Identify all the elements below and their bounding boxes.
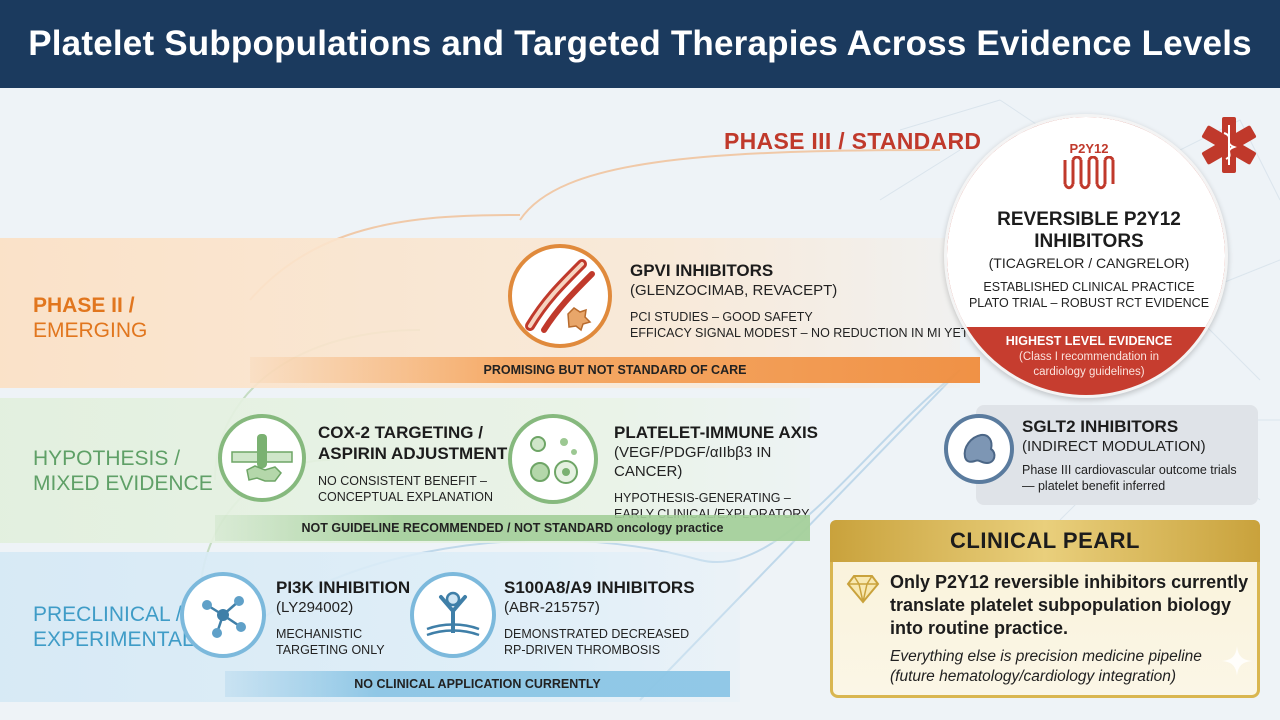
level-line: EMERGING: [33, 319, 148, 342]
standard-evidence-circle: P2Y12 REVERSIBLE P2Y12 INHIBITORS (TICAG…: [944, 114, 1228, 398]
standard-line-2: PLATO TRIAL – ROBUST RCT EVIDENCE: [968, 296, 1210, 310]
pearl-line-2: translate platelet subpopulation biology: [890, 595, 1232, 615]
level-line: PRECLINICAL /: [33, 603, 182, 626]
sglt2-card: [976, 405, 1258, 505]
s100-block: S100A8/A9 INHIBITORS (ABR-215757) DEMONS…: [504, 577, 724, 658]
cox2-line-1: NO CONSISTENT BENEFIT –: [318, 474, 488, 488]
standard-title-2: INHIBITORS: [1034, 231, 1144, 252]
level-preclinical-label: PRECLINICAL / EXPERIMENTAL: [33, 602, 194, 652]
receptor-label: P2Y12: [1069, 141, 1109, 156]
page-title: Platelet Subpopulations and Targeted The…: [28, 24, 1252, 63]
evidence-title: HIGHEST LEVEL EVIDENCE: [1005, 334, 1173, 348]
level-phase2-label: PHASE II / EMERGING: [33, 293, 147, 343]
pi3k-block: PI3K INHIBITION (LY294002) MECHANISTIC T…: [276, 577, 416, 658]
medical-star-icon: [1201, 117, 1257, 173]
s100-drugs: (ABR-215757): [504, 599, 600, 616]
s100-title: S100A8/A9 INHIBITORS: [504, 578, 695, 597]
evidence-note-1: (Class I recommendation in: [1019, 351, 1159, 363]
sglt2-title: SGLT2 INHIBITORS: [1022, 417, 1179, 436]
pi3k-drugs: (LY294002): [276, 599, 354, 616]
receptor-icon: P2Y12: [947, 141, 1225, 195]
cox2-title-2: ASPIRIN ADJUSTMENT: [318, 444, 508, 463]
immune-cells-icon: [508, 414, 598, 504]
standard-text: REVERSIBLE P2Y12 INHIBITORS (TICAGRELOR …: [947, 209, 1225, 311]
sglt2-line-2: — platelet benefit inferred: [1022, 479, 1166, 493]
immune-block: PLATELET-IMMUNE AXIS (VEGF/PDGF/αIIbβ3 I…: [614, 422, 834, 522]
standard-drugs: (TICAGRELOR / CANGRELOR): [988, 255, 1190, 271]
sglt2-block: SGLT2 INHIBITORS (INDIRECT MODULATION) P…: [1022, 416, 1252, 494]
pearl-line-1: Only P2Y12 reversible inhibitors current…: [890, 572, 1249, 592]
pearl-note-text: Everything else is precision medicine pi…: [890, 647, 1252, 687]
level-phase3-label: PHASE III / STANDARD: [724, 128, 982, 154]
header-bar: Platelet Subpopulations and Targeted The…: [0, 0, 1280, 88]
blood-vessel-icon: [508, 244, 612, 348]
cox2-line-2: CONCEPTUAL EXPLANATION: [318, 490, 494, 504]
level-line: PHASE II /: [33, 294, 135, 317]
level-hypothesis-label: HYPOTHESIS / MIXED EVIDENCE: [33, 446, 213, 496]
hypothesis-status-strip: NOT GUIDELINE RECOMMENDED / NOT STANDARD…: [215, 515, 810, 541]
level-line: HYPOTHESIS /: [33, 447, 181, 470]
standard-line-1: ESTABLISHED CLINICAL PRACTICE: [983, 280, 1195, 294]
diamond-icon: [846, 575, 880, 604]
gpvi-drugs: (GLENZOCIMAB, REVACEPT): [630, 282, 838, 299]
standard-circle-top: [947, 117, 1225, 327]
pi3k-line-2: TARGETING ONLY: [276, 643, 385, 657]
immune-drugs: (VEGF/PDGF/αIIbβ3 IN CANCER): [614, 444, 772, 480]
s100-line-2: RP-DRIVEN THROMBOSIS: [504, 643, 661, 657]
standard-evidence: HIGHEST LEVEL EVIDENCE (Class I recommen…: [947, 333, 1225, 380]
sparkle-icon: [1222, 646, 1252, 676]
gpvi-line-1: PCI STUDIES – GOOD SAFETY: [630, 310, 813, 324]
cox2-title-1: COX-2 TARGETING /: [318, 423, 483, 442]
preclinical-status-strip: NO CLINICAL APPLICATION CURRENTLY: [225, 671, 730, 697]
pearl-line-3: into routine practice.: [890, 618, 1069, 638]
pi3k-title: PI3K INHIBITION: [276, 578, 411, 597]
standard-title-1: REVERSIBLE P2Y12: [997, 209, 1181, 230]
evidence-note-2: cardiology guidelines): [1033, 366, 1145, 378]
pearl-main-text: Only P2Y12 reversible inhibitors current…: [890, 571, 1252, 640]
organ-icon: [944, 414, 1014, 484]
level-line: MIXED EVIDENCE: [33, 472, 213, 495]
sglt2-sub: (INDIRECT MODULATION): [1022, 438, 1206, 455]
cox2-block: COX-2 TARGETING / ASPIRIN ADJUSTMENT NO …: [318, 422, 518, 505]
gpvi-title: GPVI INHIBITORS: [630, 261, 774, 280]
s100-line-1: DEMONSTRATED DECREASED: [504, 627, 690, 641]
clinical-pearl-header: CLINICAL PEARL: [830, 520, 1260, 562]
membrane-receptor-icon: [218, 414, 306, 502]
gpvi-block: GPVI INHIBITORS (GLENZOCIMAB, REVACEPT) …: [630, 260, 970, 341]
y-receptor-icon: [410, 572, 496, 658]
pearl-note-1: Everything else is precision medicine pi…: [890, 648, 1202, 665]
level-line: EXPERIMENTAL: [33, 628, 194, 651]
gpvi-line-2: EFFICACY SIGNAL MODEST – NO REDUCTION IN…: [630, 326, 969, 340]
sglt2-line-1: Phase III cardiovascular outcome trials: [1022, 463, 1237, 477]
immune-line-1: HYPOTHESIS-GENERATING –: [614, 491, 791, 505]
immune-title: PLATELET-IMMUNE AXIS: [614, 423, 818, 442]
clinical-pearl-title: CLINICAL PEARL: [950, 528, 1140, 553]
pearl-note-2: (future hematology/cardiology integratio…: [890, 668, 1177, 685]
gpvi-status-strip: PROMISING BUT NOT STANDARD OF CARE: [250, 357, 980, 383]
pi3k-line-1: MECHANISTIC: [276, 627, 363, 641]
molecule-network-icon: [180, 572, 266, 658]
